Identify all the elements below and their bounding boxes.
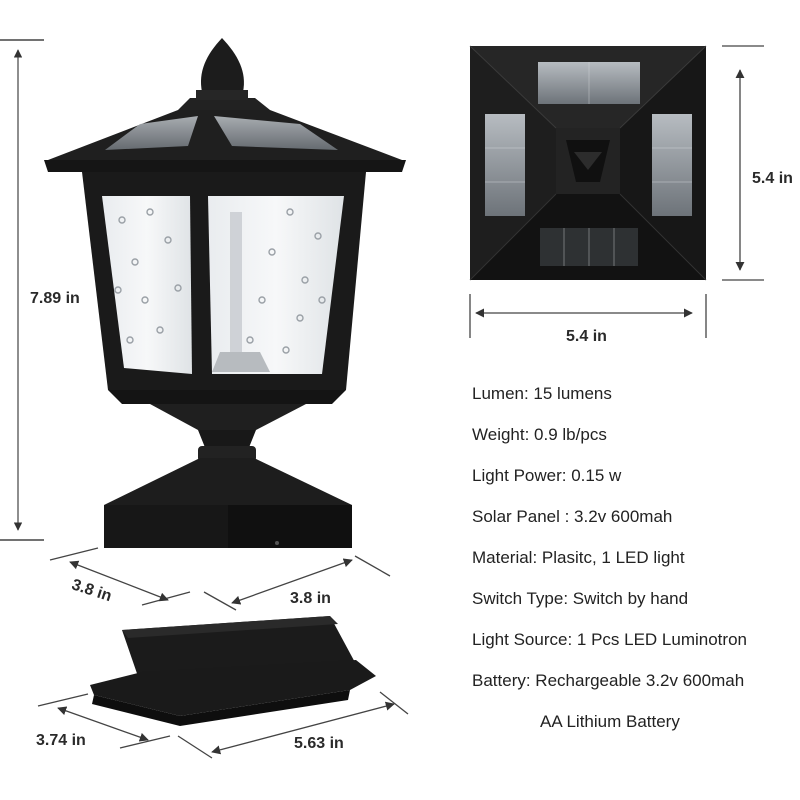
adapter-dimensions [37, 691, 409, 759]
top-width-label: 5.4 in [566, 328, 607, 345]
spec-material: Material: Plasitc, 1 LED light [472, 548, 685, 567]
spec-list: Lumen: 15 lumens Weight: 0.9 lb/pcs Ligh… [472, 384, 798, 753]
lamp-top-view [469, 45, 707, 281]
solar-post-lamp [44, 38, 406, 548]
spec-weight: Weight: 0.9 lb/pcs [472, 425, 607, 444]
adapter-left-label: 3.74 in [36, 732, 86, 749]
base-dimensions [49, 547, 391, 611]
top-depth-label: 5.4 in [752, 170, 793, 187]
spec-lumen: Lumen: 15 lumens [472, 384, 612, 403]
spec-switch-type: Switch Type: Switch by hand [472, 589, 689, 608]
lamp-height-label: 7.89 in [30, 290, 80, 307]
base-right-label: 3.8 in [290, 590, 331, 607]
spec-solar-panel: Solar Panel : 3.2v 600mah [472, 507, 673, 526]
lamp-height-dimension [0, 39, 44, 541]
adapter-right-label: 5.63 in [294, 735, 344, 752]
top-view-dimensions [469, 45, 764, 338]
spec-light-power: Light Power: 0.15 w [472, 466, 622, 485]
spec-battery-continued: AA Lithium Battery [540, 712, 680, 731]
spec-battery: Battery: Rechargeable 3.2v 600mah [472, 671, 745, 690]
post-adapter [90, 616, 376, 726]
spec-light-source: Light Source: 1 Pcs LED Luminotron [472, 630, 747, 649]
